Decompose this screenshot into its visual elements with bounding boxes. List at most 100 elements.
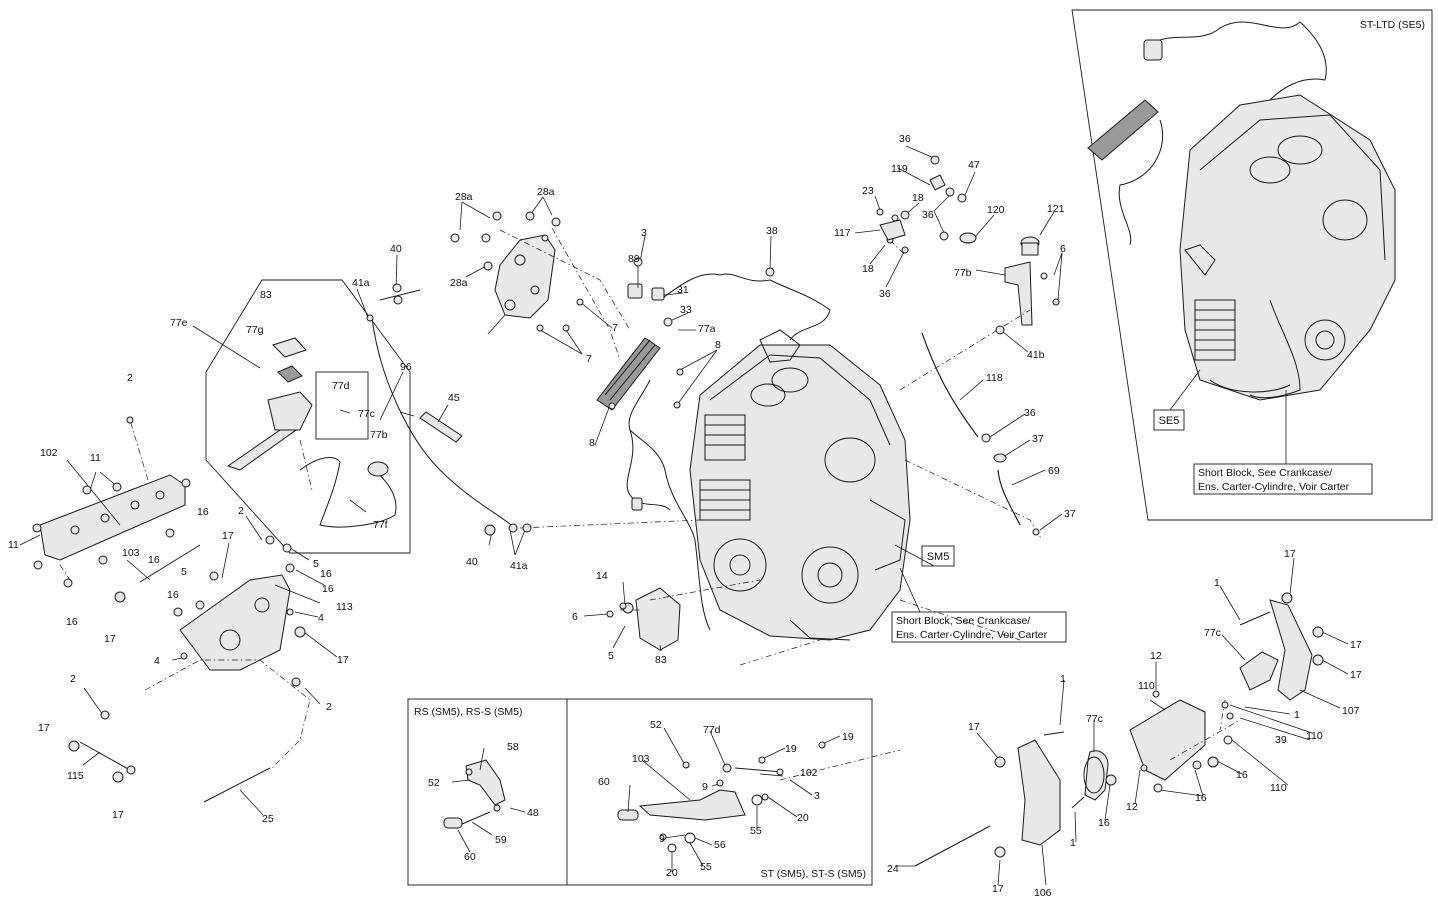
short-block-inset-line1: Short Block, See Crankcase/: [1198, 467, 1332, 479]
mount-bracket-120: [494, 234, 556, 319]
clutch-lever-assembly-frame: [205, 279, 411, 554]
callout-36-b: 40: [466, 556, 478, 568]
callout-48: 58: [507, 741, 519, 753]
callout-9-b: 9: [659, 833, 665, 845]
bracket-110: [179, 574, 291, 671]
callout-56: 77d: [703, 724, 721, 736]
callout-16-f: 16: [320, 568, 332, 580]
callout-41b-a: 52: [428, 777, 440, 789]
callout-4-a: 4: [318, 612, 324, 624]
fasteners: [32, 155, 1324, 858]
callout-12-a: 12: [1150, 650, 1162, 662]
callout-6-b: 6: [1060, 243, 1066, 255]
short-block-note-box: [891, 611, 1067, 643]
callout-77b: 77b: [370, 429, 388, 441]
part-callouts: 77e 83 77g 77d 77c 77b 77f 2 102 11 11 1…: [8, 133, 1362, 899]
bracket-59: [635, 587, 681, 651]
callout-52: 59: [495, 834, 507, 846]
callout-28a: 31: [677, 284, 689, 296]
callout-47: 56: [714, 839, 726, 851]
callout-118: 119: [891, 163, 908, 175]
callout-28b: 33: [680, 304, 692, 316]
shift-pedal-48: [465, 759, 506, 806]
callout-117: 118: [986, 372, 1003, 384]
callout-59: 83: [655, 654, 667, 666]
callout-110: 113: [336, 601, 353, 613]
callout-25-c: 28a: [450, 277, 468, 289]
callout-29-d: 36: [1024, 407, 1036, 419]
sm5-label: SM5: [927, 551, 950, 563]
callout-38: 41b: [1027, 349, 1045, 361]
callout-55: 77a: [698, 323, 716, 335]
callout-16-g: 16: [1236, 769, 1248, 781]
callout-96: 103: [122, 547, 140, 559]
callout-8-b: 8: [715, 339, 721, 351]
callout-115: 117: [834, 227, 851, 239]
callout-5-a: 5: [313, 558, 319, 570]
callout-58-b: 77c: [1086, 713, 1103, 725]
callout-107: 110: [1138, 680, 1155, 692]
callout-30-b: 37: [1064, 508, 1076, 520]
callout-57: 77b: [954, 267, 972, 279]
callout-16-d: 16: [167, 589, 179, 601]
callout-2-b: 2: [238, 505, 244, 517]
rail-69: [39, 474, 186, 561]
callout-17-e: 17: [112, 809, 124, 821]
st-ltd-inset-frame: [1071, 9, 1433, 521]
bracket-103: [1269, 599, 1313, 701]
callout-17-c: 17: [337, 654, 349, 666]
callout-53-b: 60: [598, 776, 610, 788]
callout-5-b: 5: [181, 566, 187, 578]
callout-40: 47: [968, 159, 980, 171]
callout-11-b: 11: [8, 539, 19, 551]
st-ltd-label: ST-LTD (SE5): [1360, 19, 1425, 31]
short-block-inset-line2: Ens. Carter-Cylindre, Voir Carter: [1198, 481, 1350, 493]
se5-label-box: [1153, 409, 1185, 431]
callout-11-a: 11: [90, 452, 101, 464]
hose-117: [921, 332, 979, 438]
callout-4-b: 4: [154, 655, 160, 667]
callout-60: 89: [628, 253, 640, 265]
mount-58-upper: [1239, 651, 1279, 691]
cable-67: [371, 317, 516, 529]
inset-engine: [1087, 21, 1396, 401]
callout-17-g: 17: [1350, 639, 1362, 651]
leader-lines: [19, 145, 1349, 886]
callout-121: 121: [1047, 203, 1065, 215]
callout-2-a: 2: [127, 372, 133, 384]
callout-29-a: 36: [899, 133, 911, 145]
callout-17-d: 17: [38, 722, 50, 734]
callout-17-a: 17: [222, 530, 234, 542]
bracket-57: [1004, 261, 1033, 326]
rod-113: [79, 741, 131, 771]
callout-113: 115: [67, 770, 84, 782]
short-block-note-line1: Short Block, See Crankcase/: [896, 615, 1030, 627]
callout-21: 23: [862, 185, 874, 197]
subassembly-frame-77cd: [315, 371, 369, 440]
st-variant-label: ST (SM5), ST-S (SM5): [761, 868, 866, 880]
callout-6-a: 6: [572, 611, 578, 623]
short-block-note-line2: Ens. Carter-Cylindre, Voir Carter: [896, 629, 1048, 641]
callout-25-b: 28a: [537, 186, 555, 198]
callout-77c: 77c: [358, 408, 375, 420]
se5-label: SE5: [1159, 415, 1180, 427]
shift-lever-89: [638, 789, 746, 821]
short-block-note-box-inset: [1193, 463, 1373, 495]
callout-77f: 77g: [246, 324, 264, 336]
callout-30-a: 37: [1032, 433, 1044, 445]
callout-16-e: 16: [322, 583, 334, 595]
callout-77e: 77f: [373, 519, 388, 531]
callout-1-c: 1: [1060, 673, 1066, 685]
callout-23: 24: [887, 863, 899, 875]
callout-3: 3: [814, 790, 820, 802]
callout-9-a: 9: [702, 781, 708, 793]
callout-17-h: 17: [1350, 669, 1362, 681]
callout-17-f: 17: [1284, 548, 1296, 560]
callout-45-a: 55: [750, 825, 762, 837]
callout-67: 96: [400, 361, 412, 373]
callout-20-b: 20: [666, 867, 678, 879]
callout-102: 106: [1034, 887, 1052, 899]
callout-16-h: 16: [1195, 792, 1207, 804]
callout-17-j: 17: [992, 883, 1004, 895]
